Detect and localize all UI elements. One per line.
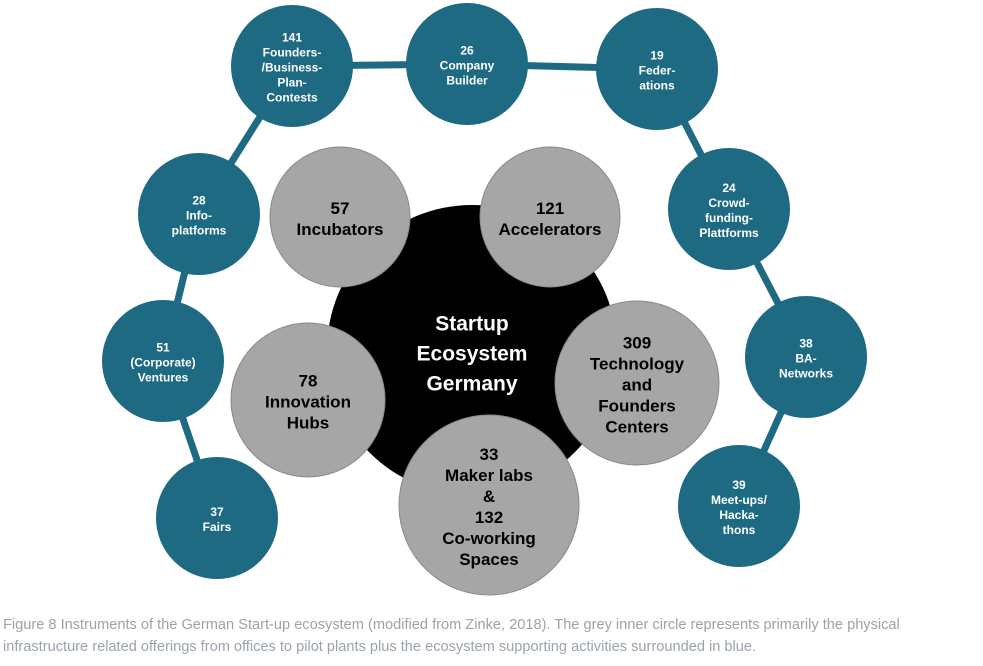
company-builder-label-line: 26 xyxy=(460,43,474,57)
founders-contests-label-line: Contests xyxy=(266,90,318,104)
center-label-line: Startup xyxy=(435,313,509,336)
meetups-hackathons-label-line: 39 xyxy=(732,478,746,492)
federations-label-line: 19 xyxy=(650,48,664,62)
innovation-hubs-label-line: Innovation xyxy=(265,392,351,411)
maker-labs-coworking-label-line: Maker labs xyxy=(445,466,533,485)
federations-label-line: Feder- xyxy=(639,63,676,77)
info-platforms-label-line: platforms xyxy=(172,223,227,237)
founders-contests-label-line: Plan- xyxy=(277,75,306,89)
incubators-label-line: 57 xyxy=(331,199,350,218)
maker-labs-coworking-label-line: 33 xyxy=(480,445,499,464)
founders-contests-label-line: Founders- xyxy=(263,45,322,59)
crowdfunding-platforms-label-line: Crowd- xyxy=(708,196,749,210)
meetups-hackathons-label-line: Hacka- xyxy=(719,508,758,522)
outer-node-corporate-ventures: 51(Corporate)Ventures xyxy=(102,300,224,422)
info-platforms-label-line: 28 xyxy=(192,193,206,207)
corporate-ventures-label-line: Ventures xyxy=(138,370,189,384)
corporate-ventures-label-line: 51 xyxy=(156,340,170,354)
meetups-hackathons-label-line: thons xyxy=(723,523,756,537)
inner-circle xyxy=(398,414,580,596)
technology-founders-centers-label-line: and xyxy=(622,375,652,394)
founders-contests-label-line: 141 xyxy=(282,30,302,44)
ba-networks-label-line: Networks xyxy=(779,366,833,380)
innovation-hubs-label-line: Hubs xyxy=(287,413,330,432)
company-builder-label-line: Builder xyxy=(446,73,488,87)
info-platforms-label-line: Info- xyxy=(186,208,212,222)
outer-circle xyxy=(668,148,790,270)
technology-founders-centers-label-line: Centers xyxy=(605,417,668,436)
outer-circle xyxy=(102,300,224,422)
center-label-line: Germany xyxy=(426,373,517,396)
outer-circle xyxy=(156,457,278,579)
maker-labs-coworking-label-line: Spaces xyxy=(459,550,519,569)
figure-caption: Figure 8 Instruments of the German Start… xyxy=(3,617,900,655)
founders-contests-label-line: /Business- xyxy=(262,60,323,74)
accelerators-label-line: 121 xyxy=(536,199,564,218)
crowdfunding-platforms-label-line: 24 xyxy=(722,181,736,195)
company-builder-label-line: Company xyxy=(440,58,495,72)
outer-circle xyxy=(231,5,353,127)
technology-founders-centers-label-line: Technology xyxy=(590,354,685,373)
maker-labs-coworking-label-line: Co-working xyxy=(442,529,536,548)
inner-nodes: 57Incubators121Accelerators309Technology… xyxy=(230,146,720,596)
fairs-label-line: 37 xyxy=(210,505,224,519)
corporate-ventures-label-line: (Corporate) xyxy=(130,355,195,369)
maker-labs-coworking-label-line: & xyxy=(483,487,495,506)
ba-networks-label-line: 38 xyxy=(799,336,813,350)
crowdfunding-platforms-label-line: funding- xyxy=(705,211,753,225)
crowdfunding-platforms-label-line: Plattforms xyxy=(699,226,759,240)
outer-circle xyxy=(138,153,260,275)
accelerators-label-line: Accelerators xyxy=(498,220,601,239)
incubators-label-line: Incubators xyxy=(297,220,384,239)
inner-circle xyxy=(554,300,720,466)
outer-circle xyxy=(678,445,800,567)
center-label-line: Ecosystem xyxy=(417,343,528,366)
inner-circle xyxy=(269,146,411,288)
maker-labs-coworking-label-line: 132 xyxy=(475,508,503,527)
inner-circle xyxy=(479,146,621,288)
fairs-label-line: Fairs xyxy=(203,520,232,534)
technology-founders-centers-label-line: 309 xyxy=(623,333,651,352)
ba-networks-label-line: BA- xyxy=(795,351,816,365)
outer-circle xyxy=(745,296,867,418)
meetups-hackathons-label-line: Meet-ups/ xyxy=(711,493,768,507)
innovation-hubs-label-line: 78 xyxy=(299,371,318,390)
technology-founders-centers-label-line: Founders xyxy=(598,396,675,415)
outer-circle xyxy=(406,3,528,125)
federations-label-line: ations xyxy=(639,78,675,92)
outer-circle xyxy=(596,8,718,130)
inner-circle xyxy=(230,322,386,478)
